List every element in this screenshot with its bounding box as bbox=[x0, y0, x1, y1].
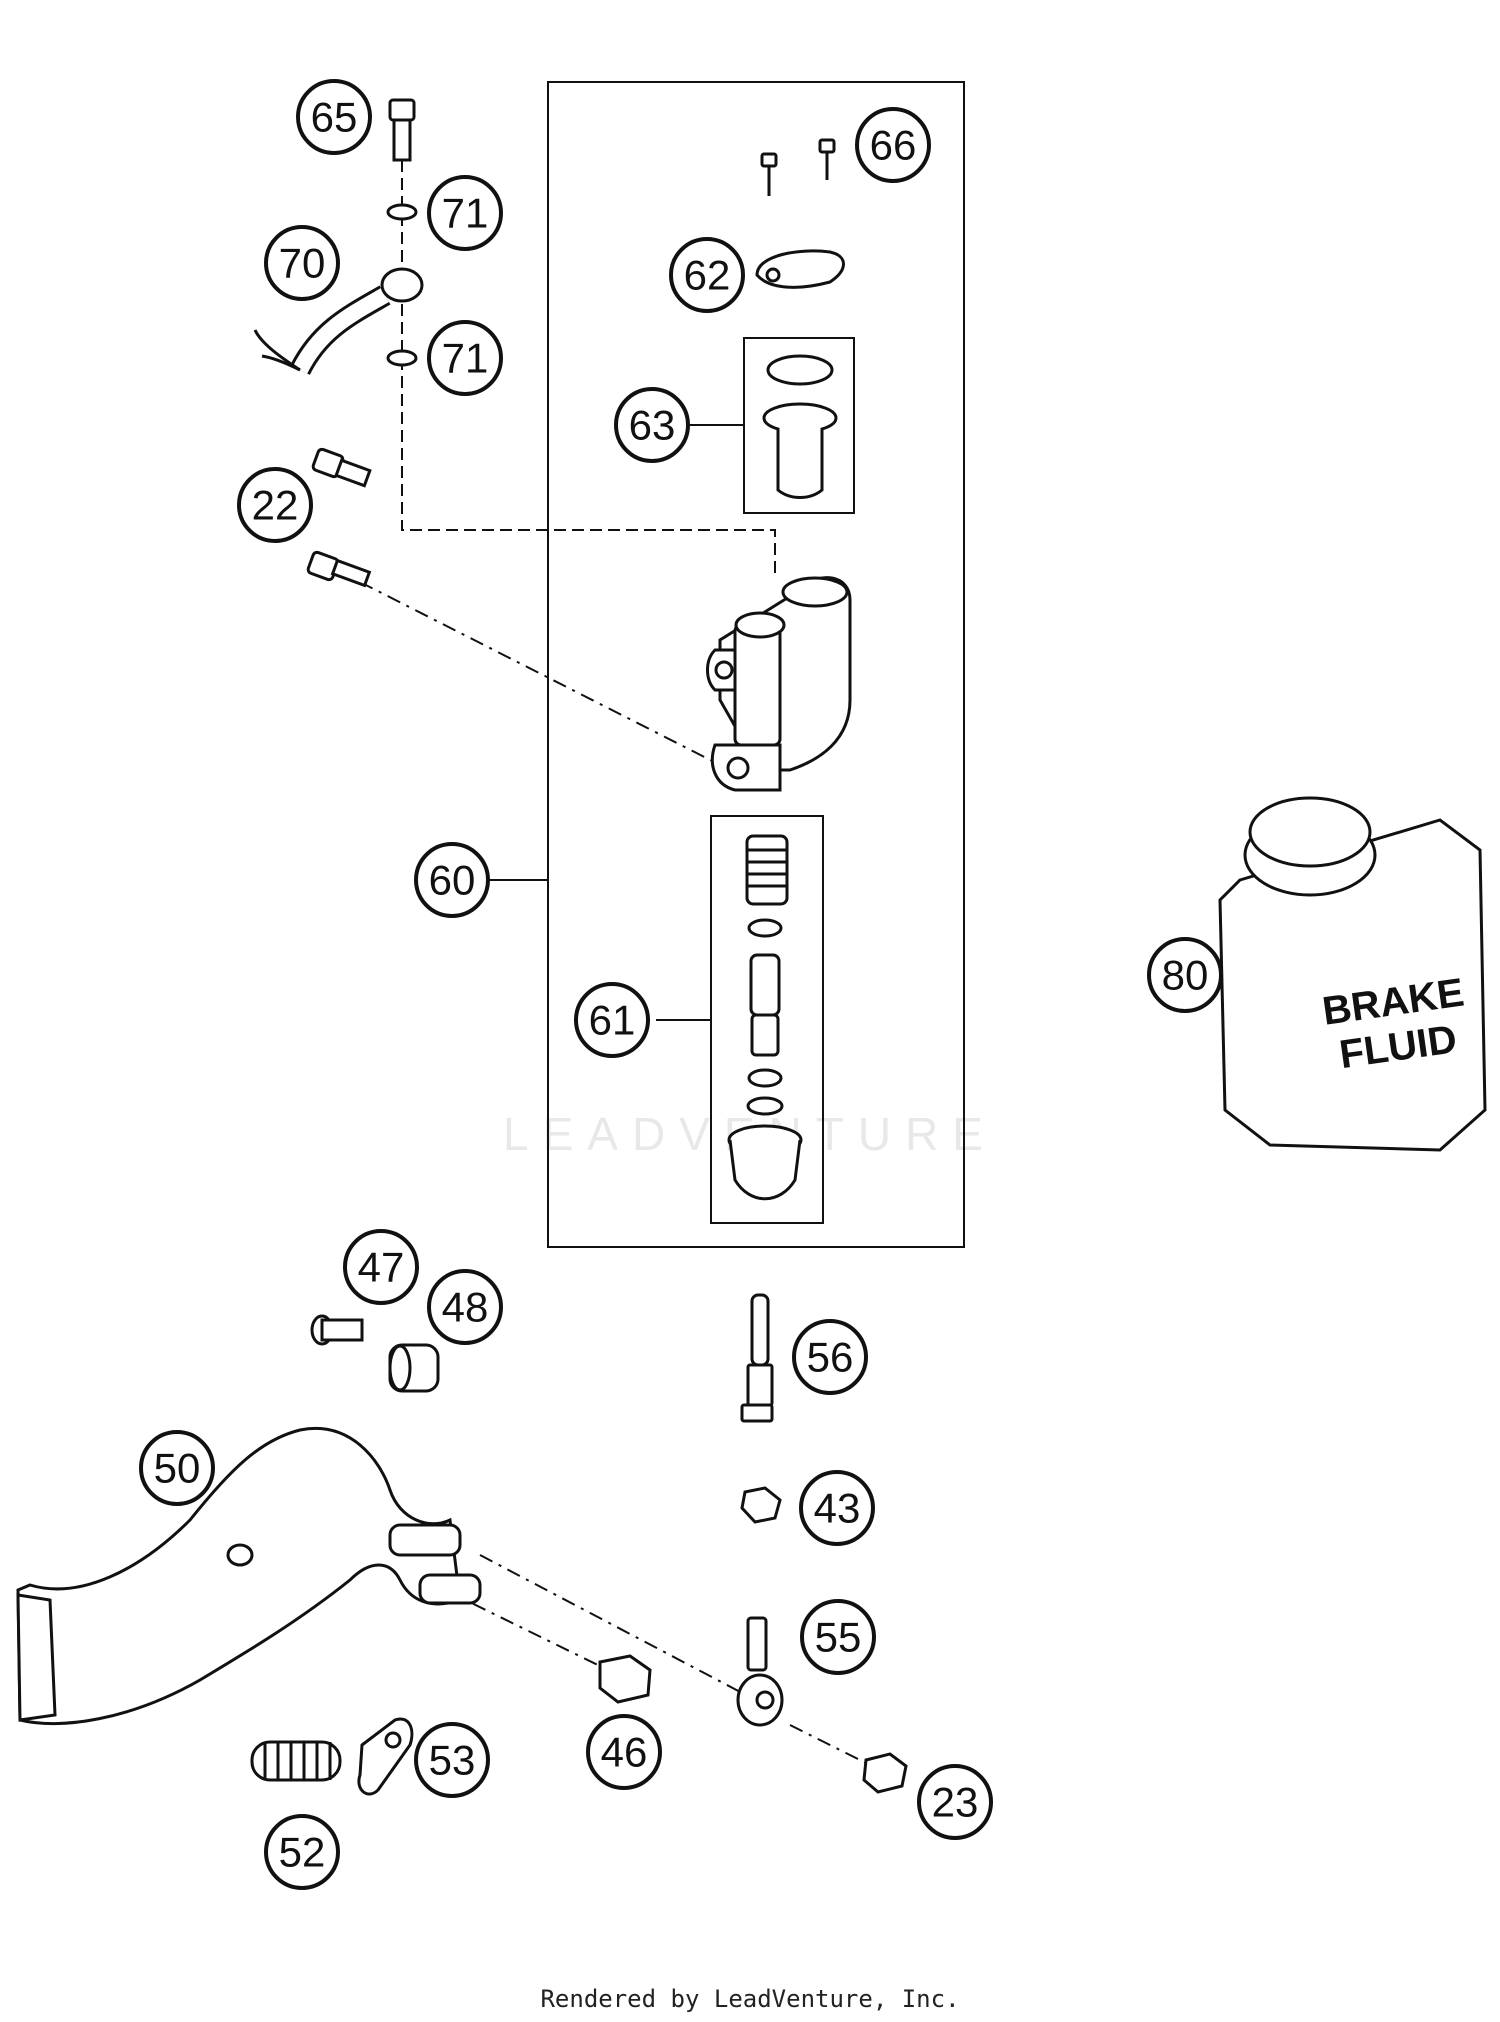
svg-text:47: 47 bbox=[358, 1244, 405, 1291]
push-rod-56 bbox=[740, 1293, 774, 1423]
reservoir-63 bbox=[762, 354, 838, 499]
callout-66: 66 bbox=[855, 107, 931, 183]
washer-71-upper bbox=[386, 203, 418, 221]
callout-60: 60 bbox=[414, 842, 490, 918]
callout-47: 47 bbox=[343, 1229, 419, 1305]
callout-43: 43 bbox=[799, 1470, 875, 1546]
svg-text:65: 65 bbox=[311, 94, 358, 141]
svg-text:52: 52 bbox=[279, 1829, 326, 1876]
bolt-22-lower bbox=[306, 550, 372, 588]
brake-hose-70 bbox=[253, 267, 424, 376]
svg-text:46: 46 bbox=[601, 1729, 648, 1776]
pin-47 bbox=[310, 1314, 364, 1346]
svg-text:61: 61 bbox=[589, 997, 636, 1044]
callout-55: 55 bbox=[800, 1599, 876, 1675]
svg-text:23: 23 bbox=[932, 1779, 979, 1826]
clevis-55 bbox=[736, 1616, 784, 1727]
piston-kit-61 bbox=[727, 834, 803, 1201]
bolt-22-upper bbox=[311, 447, 372, 488]
reservoir-cap-62 bbox=[755, 249, 845, 289]
svg-text:62: 62 bbox=[684, 252, 731, 299]
callout-71-lower: 71 bbox=[427, 320, 503, 396]
brake-fluid-can-80 bbox=[1218, 796, 1487, 1152]
callout-62: 62 bbox=[669, 237, 745, 313]
callout-53: 53 bbox=[414, 1722, 490, 1798]
callout-52: 52 bbox=[264, 1814, 340, 1890]
nut-23 bbox=[862, 1752, 908, 1794]
callout-70: 70 bbox=[264, 225, 340, 301]
svg-text:63: 63 bbox=[629, 402, 676, 449]
svg-text:43: 43 bbox=[814, 1485, 861, 1532]
spring-52 bbox=[250, 1740, 342, 1782]
svg-text:70: 70 bbox=[279, 240, 326, 287]
callout-46: 46 bbox=[586, 1714, 662, 1790]
brake-pedal-50 bbox=[16, 1427, 482, 1726]
callout-71-upper: 71 bbox=[427, 175, 503, 251]
nut-46 bbox=[598, 1654, 652, 1704]
plate-53 bbox=[357, 1717, 414, 1796]
svg-text:71: 71 bbox=[442, 335, 489, 382]
screw-66-left bbox=[760, 152, 778, 196]
bolt-65 bbox=[388, 98, 416, 162]
nut-43 bbox=[740, 1486, 782, 1524]
svg-text:80: 80 bbox=[1162, 952, 1209, 999]
svg-text:60: 60 bbox=[429, 857, 476, 904]
svg-text:71: 71 bbox=[442, 190, 489, 237]
callout-80: 80 bbox=[1147, 937, 1223, 1013]
screw-66-right bbox=[818, 138, 836, 180]
callout-23: 23 bbox=[917, 1764, 993, 1840]
svg-text:56: 56 bbox=[807, 1334, 854, 1381]
callout-48: 48 bbox=[427, 1269, 503, 1345]
callout-56: 56 bbox=[792, 1319, 868, 1395]
callout-65: 65 bbox=[296, 79, 372, 155]
svg-text:50: 50 bbox=[154, 1445, 201, 1492]
callout-61: 61 bbox=[574, 982, 650, 1058]
svg-text:66: 66 bbox=[870, 122, 917, 169]
svg-text:48: 48 bbox=[442, 1284, 489, 1331]
svg-text:53: 53 bbox=[429, 1737, 476, 1784]
washer-71-lower bbox=[386, 349, 418, 367]
callout-50: 50 bbox=[139, 1430, 215, 1506]
svg-text:55: 55 bbox=[815, 1614, 862, 1661]
svg-text:22: 22 bbox=[252, 482, 299, 529]
footer-credit: Rendered by LeadVenture, Inc. bbox=[540, 1985, 960, 2013]
frame-60 bbox=[547, 81, 965, 1248]
master-cylinder-60 bbox=[706, 576, 852, 792]
callout-22: 22 bbox=[237, 467, 313, 543]
bushing-48 bbox=[388, 1343, 440, 1393]
callout-63: 63 bbox=[614, 387, 690, 463]
